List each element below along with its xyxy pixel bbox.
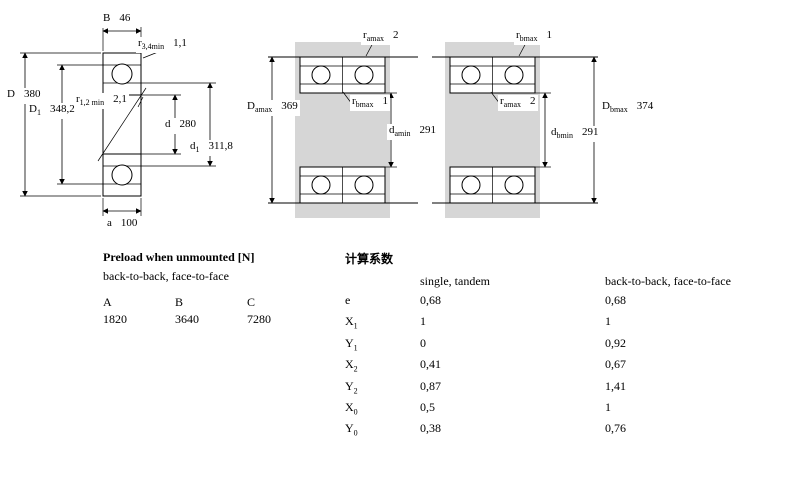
factors-col-back-to-back: back-to-back, face-to-face [605,274,731,288]
preload-header: C [247,295,256,309]
factor-value-paired: 0,68 [605,293,626,307]
factor-value-single: 1 [420,314,426,329]
technical-drawing [20,27,598,218]
factor-value-paired: 1 [605,314,611,329]
factor-value-single: 0,41 [420,357,441,372]
factors-grid: e 0,68 0,68 X1 1 1 Y1 0 0,92 X2 0,41 0,6… [345,292,785,442]
preload-value: 1820 [103,312,127,326]
factor-symbol: X1 [345,314,358,331]
preload-table: Preload when unmounted [N] back-to-back,… [103,250,353,327]
preload-grid: A B C 1820 3640 7280 [103,295,353,327]
preload-title: Preload when unmounted [N] [103,250,255,264]
factors-header-row: single, tandem back-to-back, face-to-fac… [345,274,785,289]
factor-value-paired: 1 [605,399,611,414]
factor-value-single: 0,5 [420,399,435,414]
factor-symbol: Y2 [345,378,358,395]
factor-symbol: e [345,293,351,307]
calculation-factors-table: 计算系数 single, tandem back-to-back, face-t… [345,250,785,442]
factor-symbol: X0 [345,399,358,417]
factor-value-paired: 0,92 [605,335,626,350]
preload-value: 3640 [175,312,199,326]
factor-symbol: Y0 [345,421,358,438]
factor-symbol: Y1 [345,335,358,353]
factor-symbol: X2 [345,357,358,374]
factors-col-single-tandem: single, tandem [420,274,490,288]
arrangement-face-to-face [432,40,598,218]
factor-value-single: 0 [420,335,426,350]
arrangement-back-to-back [268,40,418,218]
factor-value-paired: 0,76 [605,421,626,436]
factor-value-single: 0,87 [420,378,441,393]
factor-value-single: 0,38 [420,421,441,436]
preload-header: A [103,295,112,309]
single-bearing-section [20,27,216,216]
preload-value: 7280 [247,312,271,326]
factor-value-single: 0,68 [420,293,441,307]
factors-title: 计算系数 [345,252,394,266]
factor-value-paired: 0,67 [605,357,626,372]
preload-header: B [175,295,184,309]
factor-value-paired: 1,41 [605,378,626,393]
preload-subtitle: back-to-back, face-to-face [103,269,229,283]
